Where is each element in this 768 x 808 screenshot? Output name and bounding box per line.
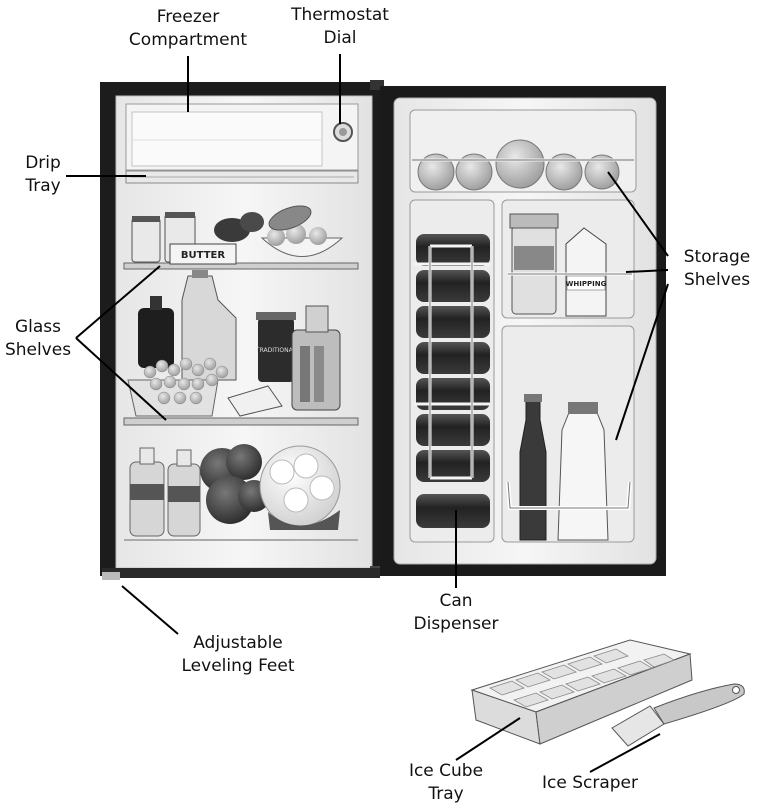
label-glass-shelves: Glass Shelves: [4, 317, 72, 360]
label-storage-shelves: Storage Shelves: [683, 247, 751, 290]
whipping-carton-label: WHIPPING: [566, 280, 607, 288]
ice-scraper: [611, 683, 745, 747]
door-shelf-middle: WHIPPING: [501, 199, 635, 319]
label-adjustable-leveling-feet: Adjustable Leveling Feet: [181, 633, 295, 676]
label-ice-scraper: Ice Scraper: [541, 773, 638, 793]
door-shelf-bottom: [501, 325, 635, 543]
label-thermostat-dial: Thermostat Dial: [291, 5, 389, 48]
leader-glass-lower: [75, 337, 167, 421]
leader-lines: [66, 54, 669, 773]
freezer-compartment: [125, 103, 359, 171]
leader-storage-top: [607, 171, 669, 257]
leader-leveling-feet: [121, 585, 179, 635]
leader-ice-scraper: [589, 733, 661, 773]
label-freezer-compartment: Freezer Compartment: [128, 7, 248, 50]
leveling-foot: [102, 572, 120, 580]
middle-shelf-food: TRADITIONAL: [127, 270, 341, 417]
upper-shelf-food: BUTTER: [131, 205, 344, 265]
butter-package-label: BUTTER: [181, 250, 225, 261]
leader-ice-tray: [455, 717, 521, 761]
label-can-dispenser: Can Dispenser: [413, 591, 499, 634]
traditional-jar-label: TRADITIONAL: [255, 347, 297, 354]
drip-tray: [125, 170, 359, 184]
label-ice-cube-tray: Ice Cube Tray: [408, 761, 484, 804]
door-shelf-top: [409, 109, 637, 193]
can-dispenser: [409, 199, 495, 543]
leader-glass-upper: [75, 265, 161, 339]
glass-shelf-lower: [123, 417, 359, 426]
label-drip-tray: Drip Tray: [25, 153, 61, 196]
ice-cube-tray: [470, 639, 693, 745]
leader-storage-middle: [625, 269, 669, 273]
thermostat-dial: [333, 122, 353, 142]
glass-shelf-upper: [123, 262, 359, 270]
leader-storage-bottom: [615, 283, 669, 441]
crisper-food: [129, 444, 341, 537]
